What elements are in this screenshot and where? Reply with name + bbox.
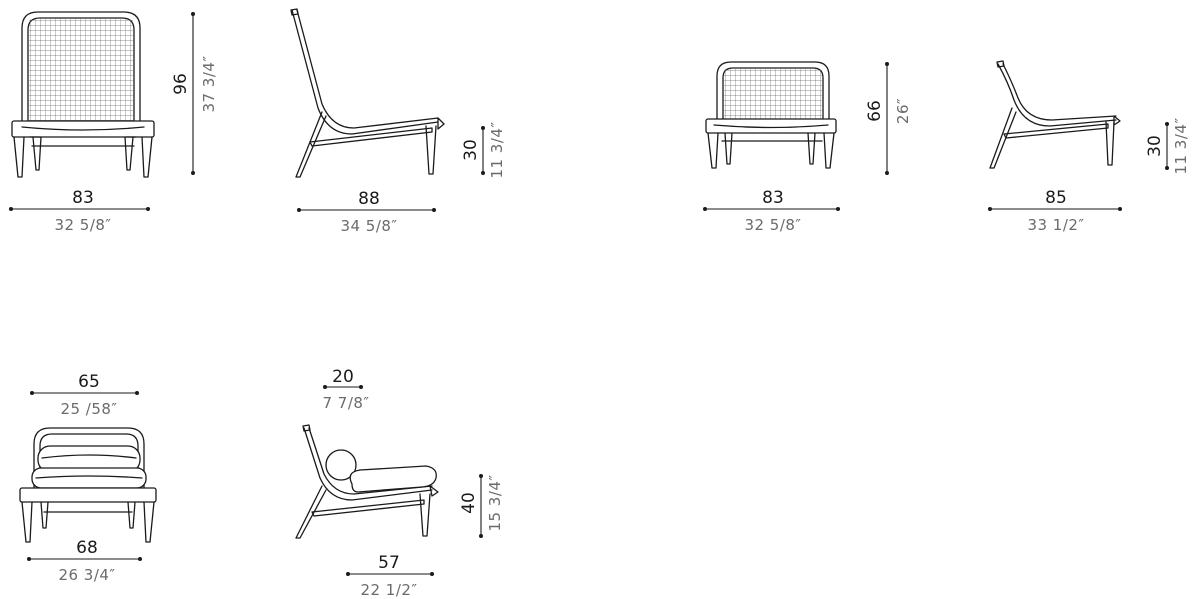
pillow-dimension: 20 7 7/8″ (322, 367, 369, 412)
top-in-label: 25 /58″ (60, 400, 117, 418)
seat-in-label: 11 3/4″ (1172, 117, 1190, 174)
width-dimension: 83 32 5/8″ (9, 188, 150, 234)
cushioned-lounge-side-view: 20 7 7/8″ 57 22 1/2″ 40 15 3/4″ (295, 367, 504, 599)
width-dimension: 68 26 3/4″ (27, 538, 142, 584)
width-cm-label: 83 (72, 188, 94, 208)
seat-in-label: 15 3/4″ (486, 474, 504, 531)
high-lounge-front-drawing (11, 11, 155, 178)
width-in-label: 26 3/4″ (58, 566, 115, 584)
depth-dimension: 88 34 5/8″ (297, 189, 436, 235)
seat-height-dimension: 40 15 3/4″ (459, 474, 504, 538)
seat-height-dimension: 30 11 3/4″ (1145, 117, 1190, 174)
top-cm-label: 65 (78, 372, 100, 392)
depth-cm-label: 57 (378, 553, 400, 573)
width-dimension: 83 32 5/8″ (703, 188, 840, 234)
high-lounge-front-view: 83 32 5/8″ 96 37 3/4″ (9, 11, 218, 234)
depth-in-label: 34 5/8″ (340, 217, 397, 235)
height-in-label: 37 3/4″ (200, 55, 218, 112)
height-dimension: 66 26″ (865, 62, 912, 175)
low-lounge-front-drawing (705, 61, 837, 169)
top-width-dimension: 65 25 /58″ (30, 372, 139, 418)
seat-height-dimension: 30 11 3/4″ (461, 121, 506, 178)
seat-in-label: 11 3/4″ (488, 121, 506, 178)
seat-cm-label: 30 (1145, 135, 1165, 157)
depth-cm-label: 88 (358, 189, 380, 209)
height-dimension: 96 37 3/4″ (171, 12, 218, 175)
high-lounge-side-drawing (290, 8, 445, 178)
width-in-label: 32 5/8″ (54, 216, 111, 234)
seat-cm-label: 40 (459, 492, 479, 514)
depth-dimension: 85 33 1/2″ (988, 188, 1122, 234)
high-lounge-side-view: 88 34 5/8″ 30 11 3/4″ (290, 8, 506, 235)
cushioned-lounge-front-view: 65 25 /58″ 68 26 3/4″ (19, 372, 157, 584)
pillow-in-label: 7 7/8″ (322, 394, 369, 412)
height-cm-label: 66 (865, 100, 885, 122)
cushioned-side-drawing (295, 424, 439, 539)
seat-cm-label: 30 (461, 139, 481, 161)
low-lounge-front-view: 83 32 5/8″ 66 26″ (703, 61, 912, 234)
pillow-cm-label: 20 (332, 367, 354, 387)
depth-cm-label: 85 (1045, 188, 1067, 208)
depth-in-label: 33 1/2″ (1027, 216, 1084, 234)
width-cm-label: 68 (76, 538, 98, 558)
low-lounge-side-drawing (989, 60, 1121, 169)
height-cm-label: 96 (171, 73, 191, 95)
width-cm-label: 83 (762, 188, 784, 208)
height-in-label: 26″ (894, 98, 912, 124)
depth-dimension: 57 22 1/2″ (346, 553, 434, 599)
low-lounge-side-view: 85 33 1/2″ 30 11 3/4″ (988, 60, 1190, 234)
cushioned-front-drawing (19, 427, 157, 543)
depth-in-label: 22 1/2″ (360, 581, 417, 599)
width-in-label: 32 5/8″ (744, 216, 801, 234)
